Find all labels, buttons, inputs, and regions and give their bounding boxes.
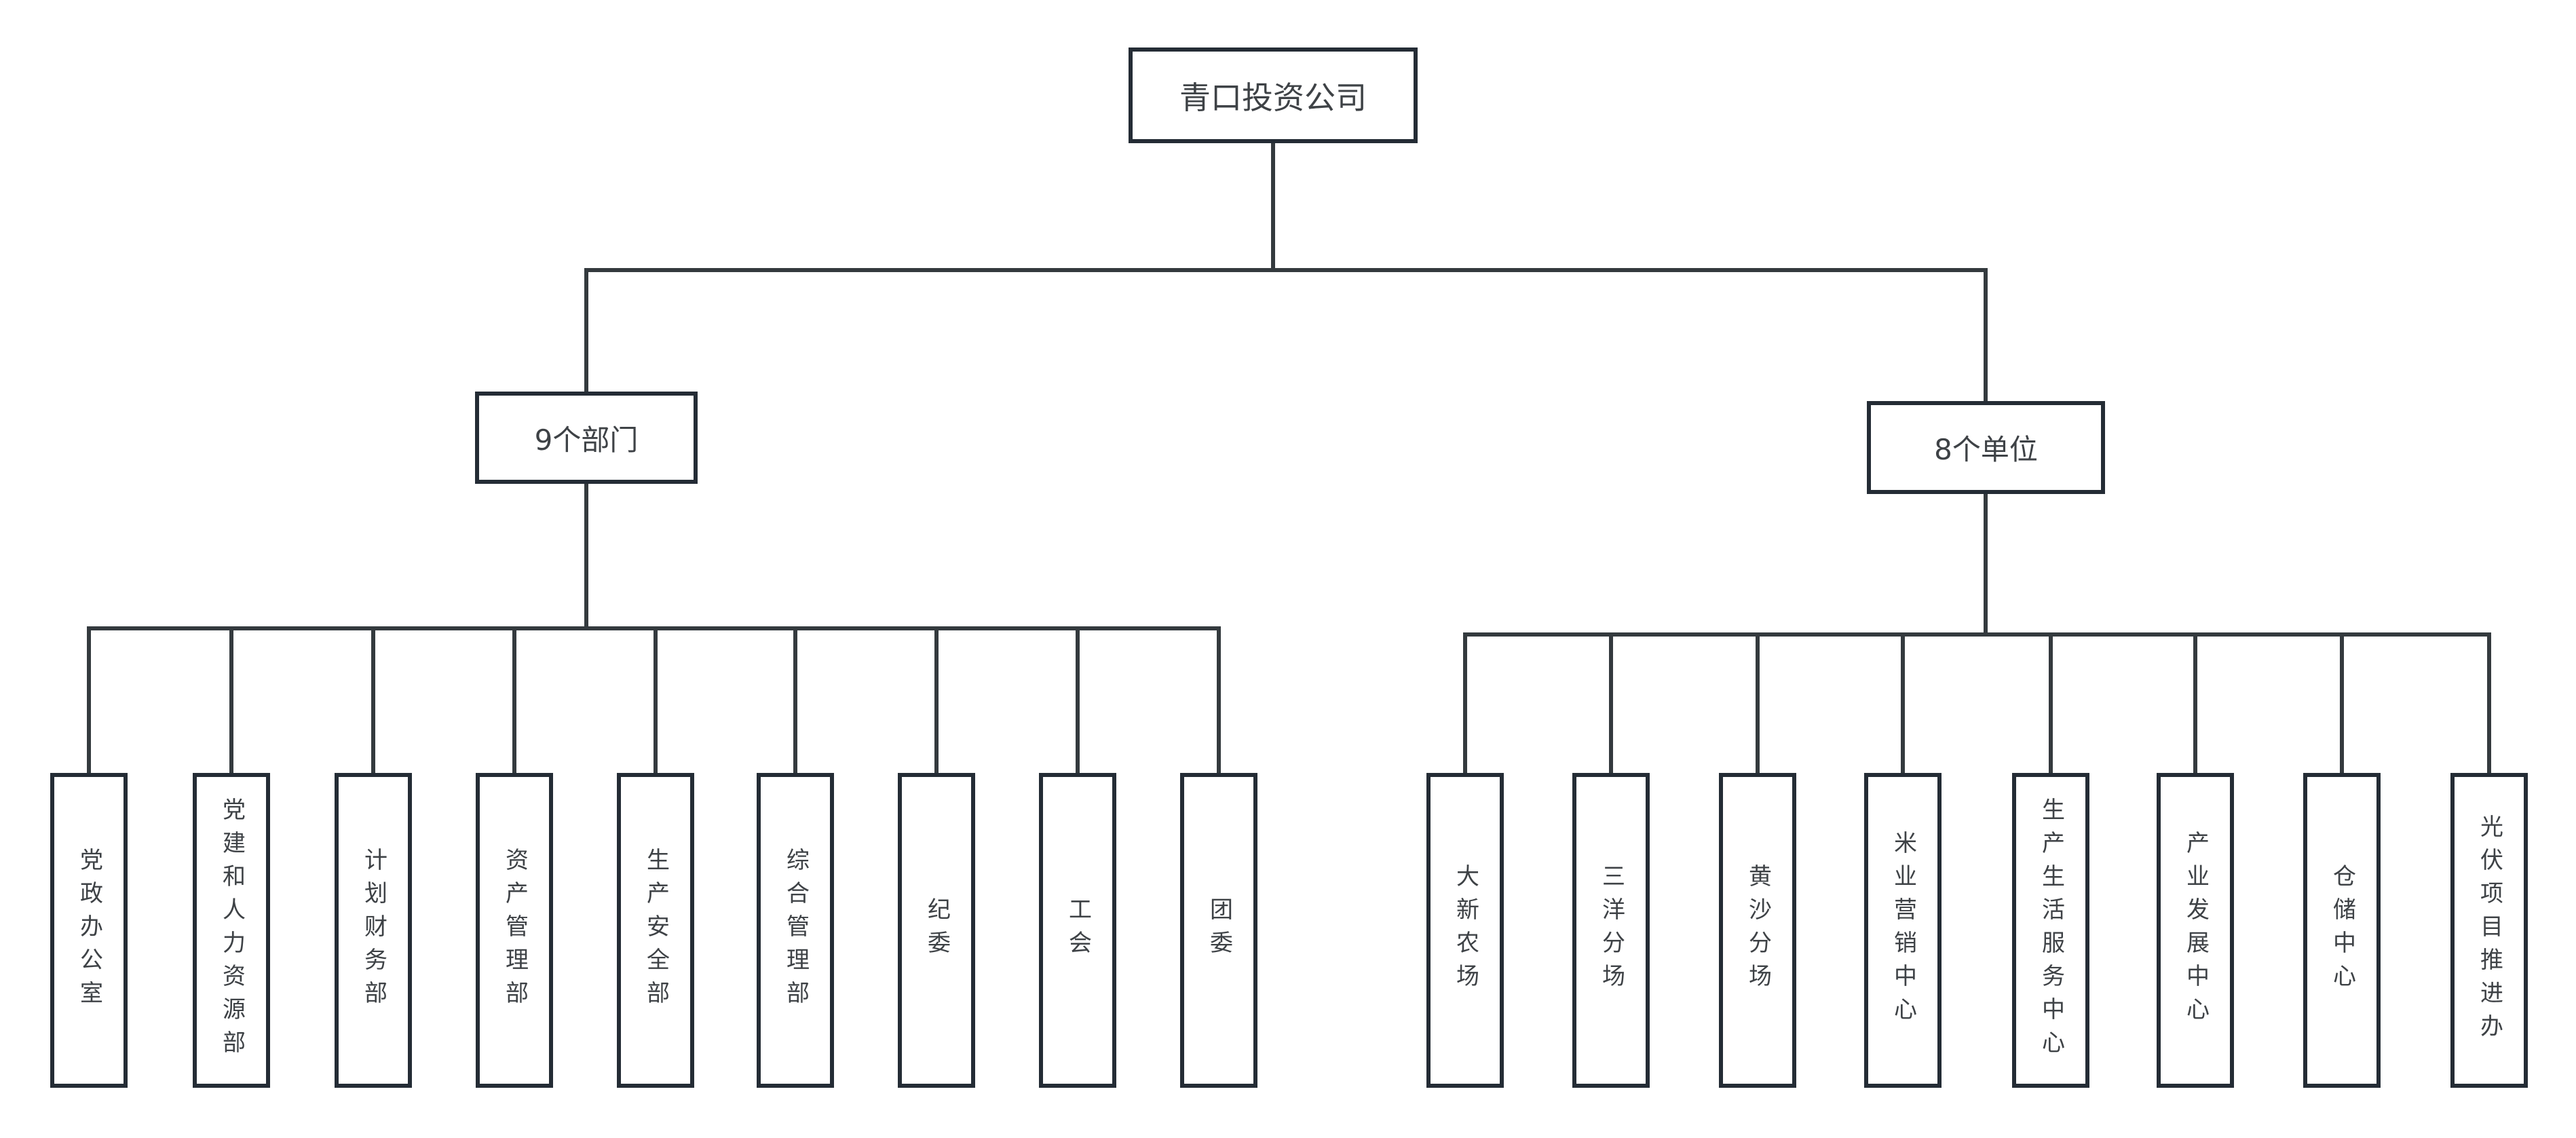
dept-node-6-label: 综合管理部 bbox=[782, 847, 810, 1014]
dept-node-4: 资产管理部 bbox=[476, 773, 553, 1088]
dept-node-3-label: 计划财务部 bbox=[360, 847, 387, 1014]
dept-node-7: 纪委 bbox=[898, 773, 975, 1088]
unit-node-6: 产业发展中心 bbox=[2157, 773, 2234, 1088]
org-node-units-group: 8个单位 bbox=[1867, 401, 2105, 494]
unit-node-3-label: 黄沙分场 bbox=[1744, 864, 1772, 997]
unit-node-8: 光伏项目推进办 bbox=[2450, 773, 2528, 1088]
unit-node-6-label: 产业发展中心 bbox=[2182, 831, 2210, 1030]
unit-node-5: 生产生活服务中心 bbox=[2012, 773, 2089, 1088]
org-node-root-label: 青口投资公司 bbox=[1179, 79, 1367, 116]
unit-node-4-label: 米业营销中心 bbox=[1889, 831, 1917, 1030]
unit-node-2-label: 三洋分场 bbox=[1597, 864, 1625, 997]
dept-node-9-label: 团委 bbox=[1205, 897, 1233, 964]
dept-node-5-label: 生产安全部 bbox=[642, 847, 670, 1014]
unit-node-2: 三洋分场 bbox=[1572, 773, 1650, 1088]
org-node-departments-label: 9个部门 bbox=[534, 423, 639, 457]
unit-node-3: 黄沙分场 bbox=[1719, 773, 1796, 1088]
unit-node-1-label: 大新农场 bbox=[1452, 864, 1479, 997]
dept-node-2: 党建和人力资源部 bbox=[193, 773, 270, 1088]
unit-node-7: 仓储中心 bbox=[2303, 773, 2381, 1088]
dept-node-3: 计划财务部 bbox=[335, 773, 412, 1088]
unit-node-1: 大新农场 bbox=[1426, 773, 1504, 1088]
org-node-root: 青口投资公司 bbox=[1129, 48, 1418, 143]
dept-node-5: 生产安全部 bbox=[617, 773, 694, 1088]
dept-node-1: 党政办公室 bbox=[50, 773, 128, 1088]
dept-node-7-label: 纪委 bbox=[923, 897, 951, 964]
unit-node-4: 米业营销中心 bbox=[1864, 773, 1942, 1088]
unit-node-5-label: 生产生活服务中心 bbox=[2037, 797, 2065, 1063]
dept-node-4-label: 资产管理部 bbox=[501, 847, 529, 1014]
org-node-units-label: 8个单位 bbox=[1934, 433, 2038, 466]
org-node-departments-group: 9个部门 bbox=[475, 392, 698, 484]
dept-node-6: 综合管理部 bbox=[757, 773, 834, 1088]
dept-node-1-label: 党政办公室 bbox=[75, 847, 103, 1014]
dept-node-8-label: 工会 bbox=[1064, 897, 1092, 964]
dept-node-2-label: 党建和人力资源部 bbox=[218, 797, 246, 1063]
unit-node-8-label: 光伏项目推进办 bbox=[2476, 814, 2503, 1047]
unit-node-7-label: 仓储中心 bbox=[2328, 864, 2356, 997]
dept-node-9: 团委 bbox=[1180, 773, 1257, 1088]
dept-node-8: 工会 bbox=[1039, 773, 1116, 1088]
